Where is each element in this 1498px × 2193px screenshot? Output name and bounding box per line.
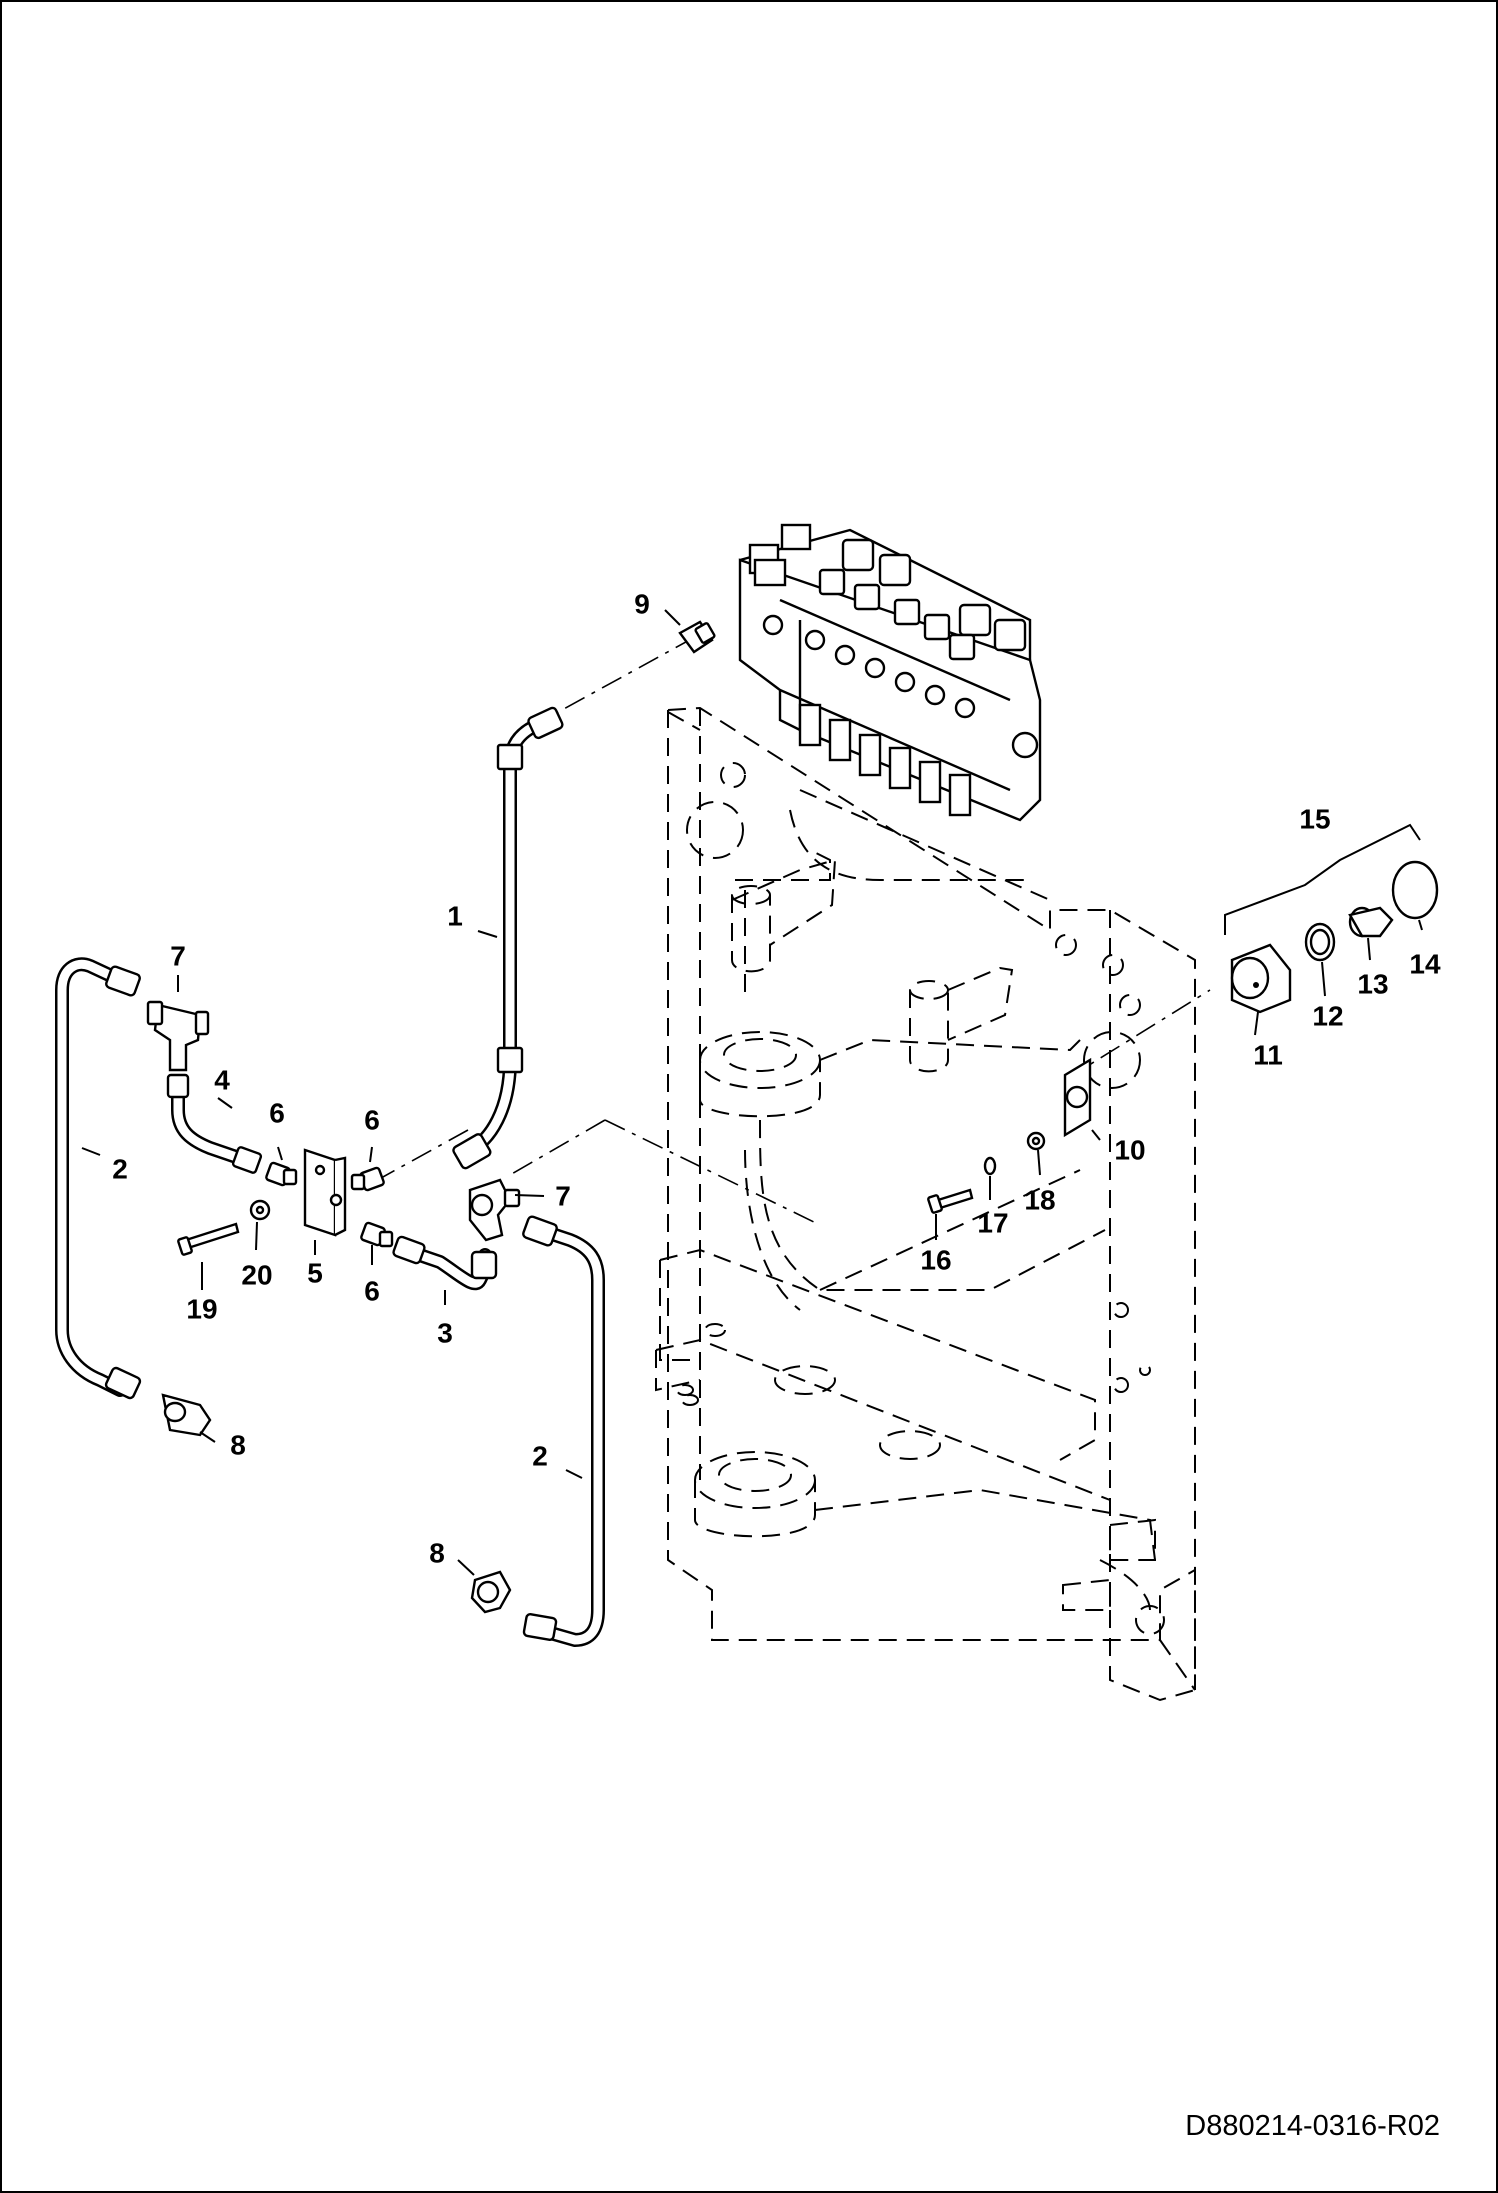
control-valve — [738, 523, 1042, 822]
hose-2-right — [522, 1215, 605, 1647]
bolt-19 — [177, 1222, 240, 1256]
assembly-centerlines — [371, 636, 1211, 1226]
washer-18 — [1026, 1131, 1046, 1151]
callout-8-right: 8 — [429, 1537, 445, 1568]
callout-7-right: 7 — [555, 1180, 571, 1211]
valve-ports — [762, 614, 1039, 759]
callout-12: 12 — [1312, 1000, 1343, 1031]
callout-4: 4 — [214, 1064, 230, 1095]
callout-10: 10 — [1114, 1134, 1145, 1165]
adapter-fitting-6-b — [350, 1166, 385, 1192]
callout-19: 19 — [186, 1293, 217, 1324]
callout-8-left: 8 — [230, 1429, 246, 1460]
callout-20: 20 — [241, 1259, 272, 1290]
washer-20 — [249, 1199, 271, 1221]
tee-fitting-7-right — [468, 1178, 521, 1242]
document-id: D880214-0316-R02 — [1185, 2110, 1440, 2142]
callout-15: 15 — [1299, 803, 1330, 834]
callout-5: 5 — [307, 1257, 323, 1288]
lock-washer-17 — [983, 1156, 997, 1176]
bracket-5 — [303, 1148, 347, 1237]
seal-12 — [1304, 922, 1336, 962]
callout-17: 17 — [977, 1207, 1008, 1238]
kit-15-bracket — [1224, 823, 1421, 935]
tee-fitting-7-left — [146, 1000, 210, 1072]
cap-14 — [1391, 860, 1439, 920]
bolt-16 — [927, 1188, 974, 1214]
callout-3: 3 — [437, 1317, 453, 1348]
callout-16: 16 — [920, 1244, 951, 1275]
callout-9: 9 — [634, 588, 650, 619]
bushing-11 — [1230, 943, 1292, 1014]
adapter-fitting-6-a — [265, 1161, 298, 1187]
plate-10 — [1063, 1057, 1092, 1138]
valve-spool-ends — [798, 703, 972, 817]
callout-labels: 1 2 2 3 4 5 6 6 6 7 7 8 8 9 10 11 12 13 … — [112, 588, 1441, 1568]
elbow-fitting-8-left — [161, 1393, 212, 1437]
callout-1: 1 — [447, 900, 463, 931]
callout-18: 18 — [1024, 1184, 1055, 1215]
callout-14: 14 — [1409, 948, 1441, 979]
hose-1 — [452, 706, 564, 1170]
hose-4 — [166, 1073, 263, 1174]
callout-7-left: 7 — [170, 940, 186, 971]
callout-6-a: 6 — [269, 1097, 285, 1128]
adapter-fitting-6-c — [360, 1221, 394, 1248]
hose-2-left — [55, 957, 142, 1400]
valve-spools — [818, 538, 1027, 661]
hose-3 — [392, 1235, 498, 1291]
swing-frame-phantom — [655, 706, 1196, 1702]
callout-6-b: 6 — [364, 1104, 380, 1135]
callout-6-c: 6 — [364, 1275, 380, 1306]
leader-lines — [81, 609, 1423, 1576]
callout-2-right: 2 — [532, 1440, 548, 1471]
callout-11: 11 — [1253, 1039, 1283, 1070]
adapter-fitting-9 — [678, 620, 716, 654]
elbow-fitting-8-right — [470, 1570, 512, 1614]
spacer-13 — [1348, 906, 1394, 938]
callout-2-left: 2 — [112, 1153, 128, 1184]
callout-13: 13 — [1357, 968, 1388, 999]
